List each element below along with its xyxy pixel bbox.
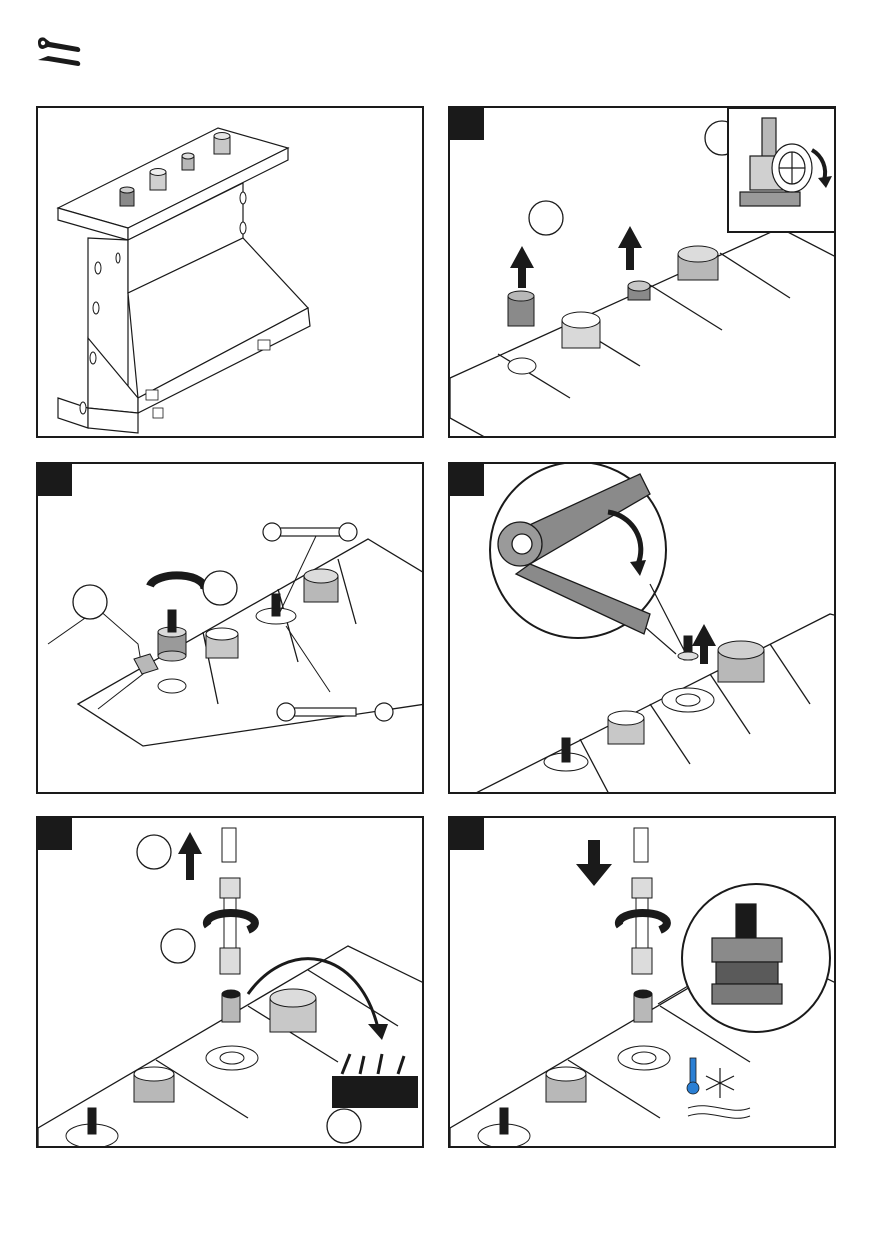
panel-step-5-remove-cartridge [36,816,424,1148]
mounting-frame-illustration [56,127,311,434]
step-number-tab [38,464,72,496]
panel-step-4-remove-nut [448,462,836,794]
snowflake-icon [705,1068,735,1098]
rotate-clockwise-icon [810,148,828,181]
step-5-illustration [38,827,422,1146]
callout-circle [528,200,564,236]
step-6-illustration [450,827,834,1146]
panel-step-1-overview [36,106,424,438]
open-end-wrench-icon [262,522,394,722]
step-3-illustration [47,522,422,747]
arrow-up-icon [510,226,642,288]
socket-wrench-icon [219,827,241,975]
step-number-tab [38,818,72,850]
wrench-screwdriver-icon [38,37,81,66]
toolbox-icon [332,1053,418,1108]
step-number-tab [450,818,484,850]
arrow-up-icon [178,832,202,880]
arrow-up-icon [692,624,716,664]
step-number-tab [450,108,484,140]
step-4-illustration [476,464,834,792]
panel-step-6-insert-cartridge [448,816,836,1148]
thermometer-icon [686,1057,700,1095]
rotate-icon [146,571,209,592]
sealant-icon [133,653,159,675]
socket-wrench-icon [631,827,653,975]
curved-arrow-icon [246,957,380,1029]
wrench-turn-icon [497,473,651,635]
step-number-tab [450,464,484,496]
panel-step-2-remove-caps [448,106,836,438]
step-2-illustration [450,108,834,436]
panel-step-3-unscrew [36,462,424,794]
arrow-down-icon [576,840,612,886]
